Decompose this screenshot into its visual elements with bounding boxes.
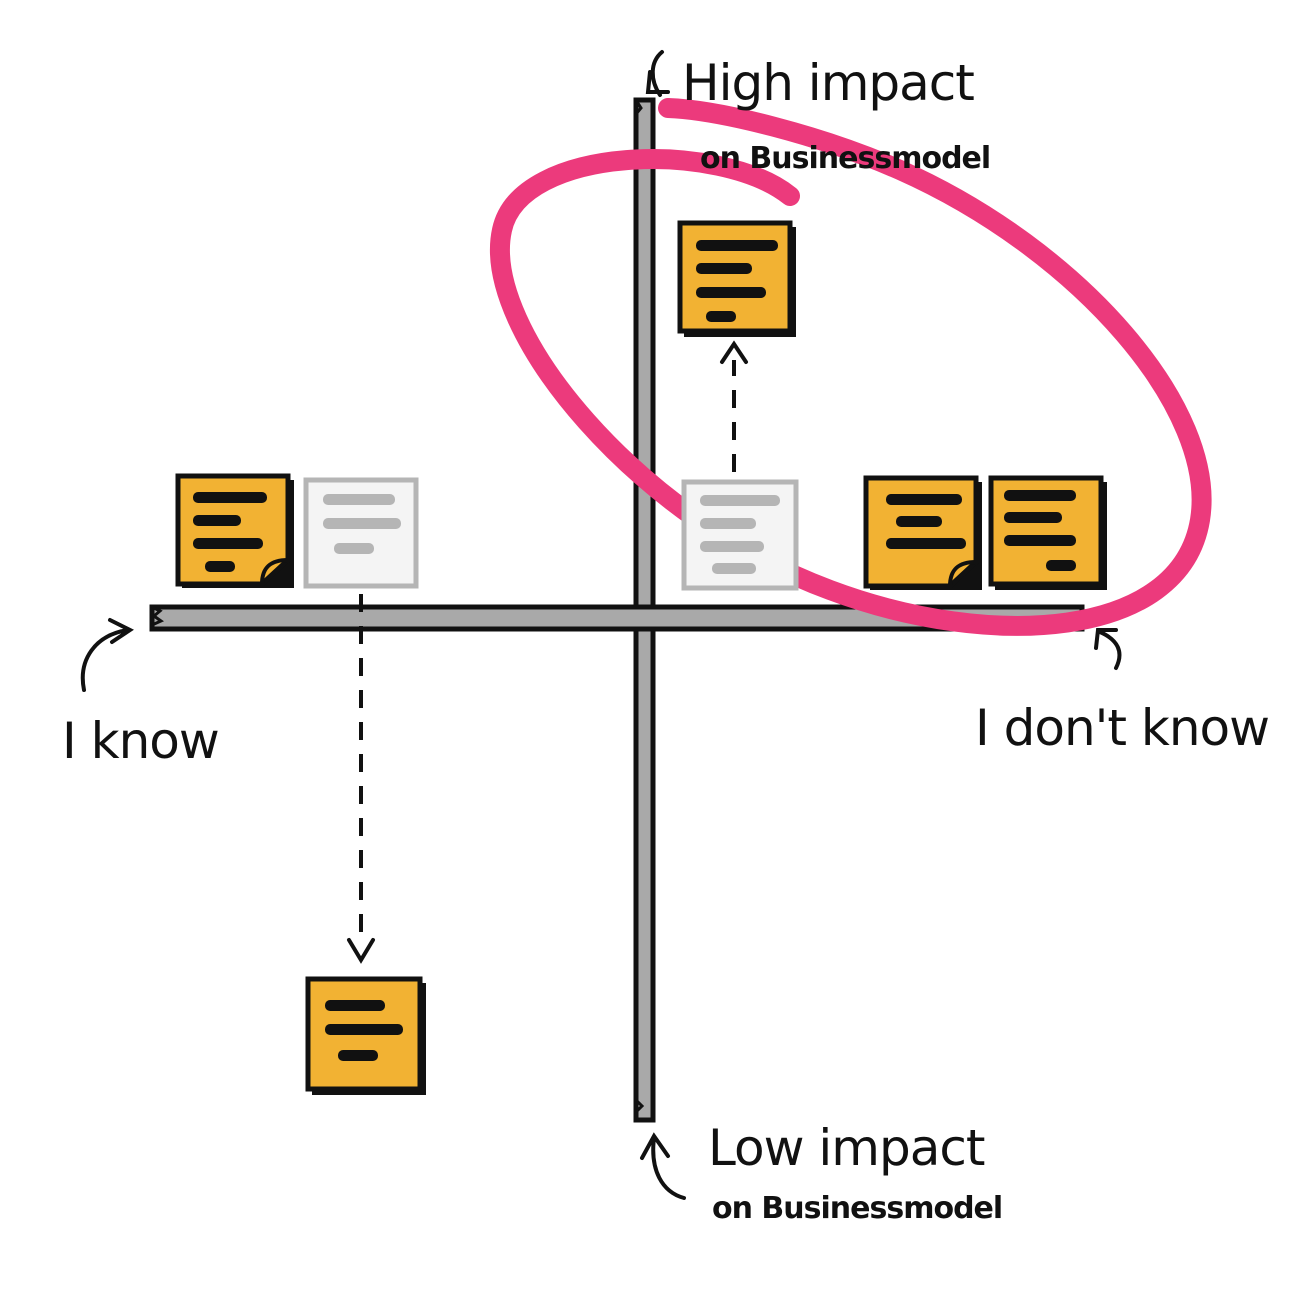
right-label-arrow xyxy=(1094,628,1122,670)
bottom-label-main: Low impact xyxy=(708,1119,985,1177)
dashed-arrow-down xyxy=(347,594,375,964)
top-label-main: High impact xyxy=(682,54,974,112)
sticky-note-ghost-right xyxy=(681,479,799,591)
sticky-note-low-impact xyxy=(305,976,426,1095)
top-label-arrow xyxy=(645,50,670,97)
sticky-note-ghost-left xyxy=(303,477,419,589)
right-label: I don't know xyxy=(975,699,1269,757)
sticky-note-high-impact xyxy=(677,220,796,337)
sticky-note-right-2 xyxy=(988,475,1107,590)
left-label-arrow xyxy=(80,618,134,692)
dashed-arrow-up xyxy=(720,340,748,472)
bottom-label-sub: on Businessmodel xyxy=(712,1191,1002,1226)
sticky-note-right-1 xyxy=(863,475,982,590)
highlight-ellipse xyxy=(490,98,1212,636)
bottom-label-arrow xyxy=(640,1132,686,1200)
sticky-note-i-know xyxy=(175,473,294,588)
top-label-sub: on Businessmodel xyxy=(700,141,990,176)
left-label: I know xyxy=(62,712,219,770)
